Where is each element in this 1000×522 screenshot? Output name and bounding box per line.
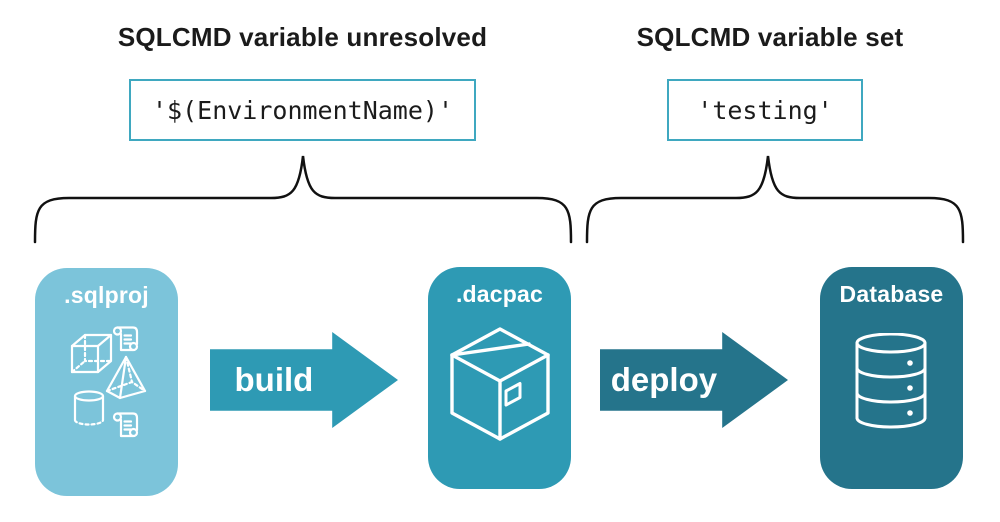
resolved-variable-code: 'testing' bbox=[697, 95, 833, 125]
right-code-box: 'testing' bbox=[667, 79, 863, 141]
node-dacpac-label: .dacpac bbox=[455, 281, 544, 307]
database-icon bbox=[855, 333, 927, 429]
build-arrow-label: build bbox=[234, 361, 314, 398]
left-curly-brace-icon bbox=[33, 155, 573, 244]
package-box-icon bbox=[450, 327, 550, 441]
deploy-arrow: deploy bbox=[600, 332, 788, 428]
right-annotation-title: SQLCMD variable set bbox=[636, 22, 904, 52]
deploy-arrow-label: deploy bbox=[610, 361, 718, 398]
left-code-box: '$(EnvironmentName)' bbox=[129, 79, 476, 141]
unresolved-variable-code: '$(EnvironmentName)' bbox=[151, 95, 454, 125]
node-database-label: Database bbox=[839, 281, 944, 307]
node-sqlproj-label: .sqlproj bbox=[64, 282, 149, 308]
build-arrow: build bbox=[210, 332, 398, 428]
node-database: Database bbox=[820, 267, 963, 489]
node-sqlproj: .sqlproj bbox=[35, 268, 178, 496]
sql-objects-icon bbox=[70, 326, 147, 438]
left-annotation-title: SQLCMD variable unresolved bbox=[117, 22, 488, 52]
right-curly-brace-icon bbox=[585, 155, 965, 244]
node-dacpac: .dacpac bbox=[428, 267, 571, 489]
